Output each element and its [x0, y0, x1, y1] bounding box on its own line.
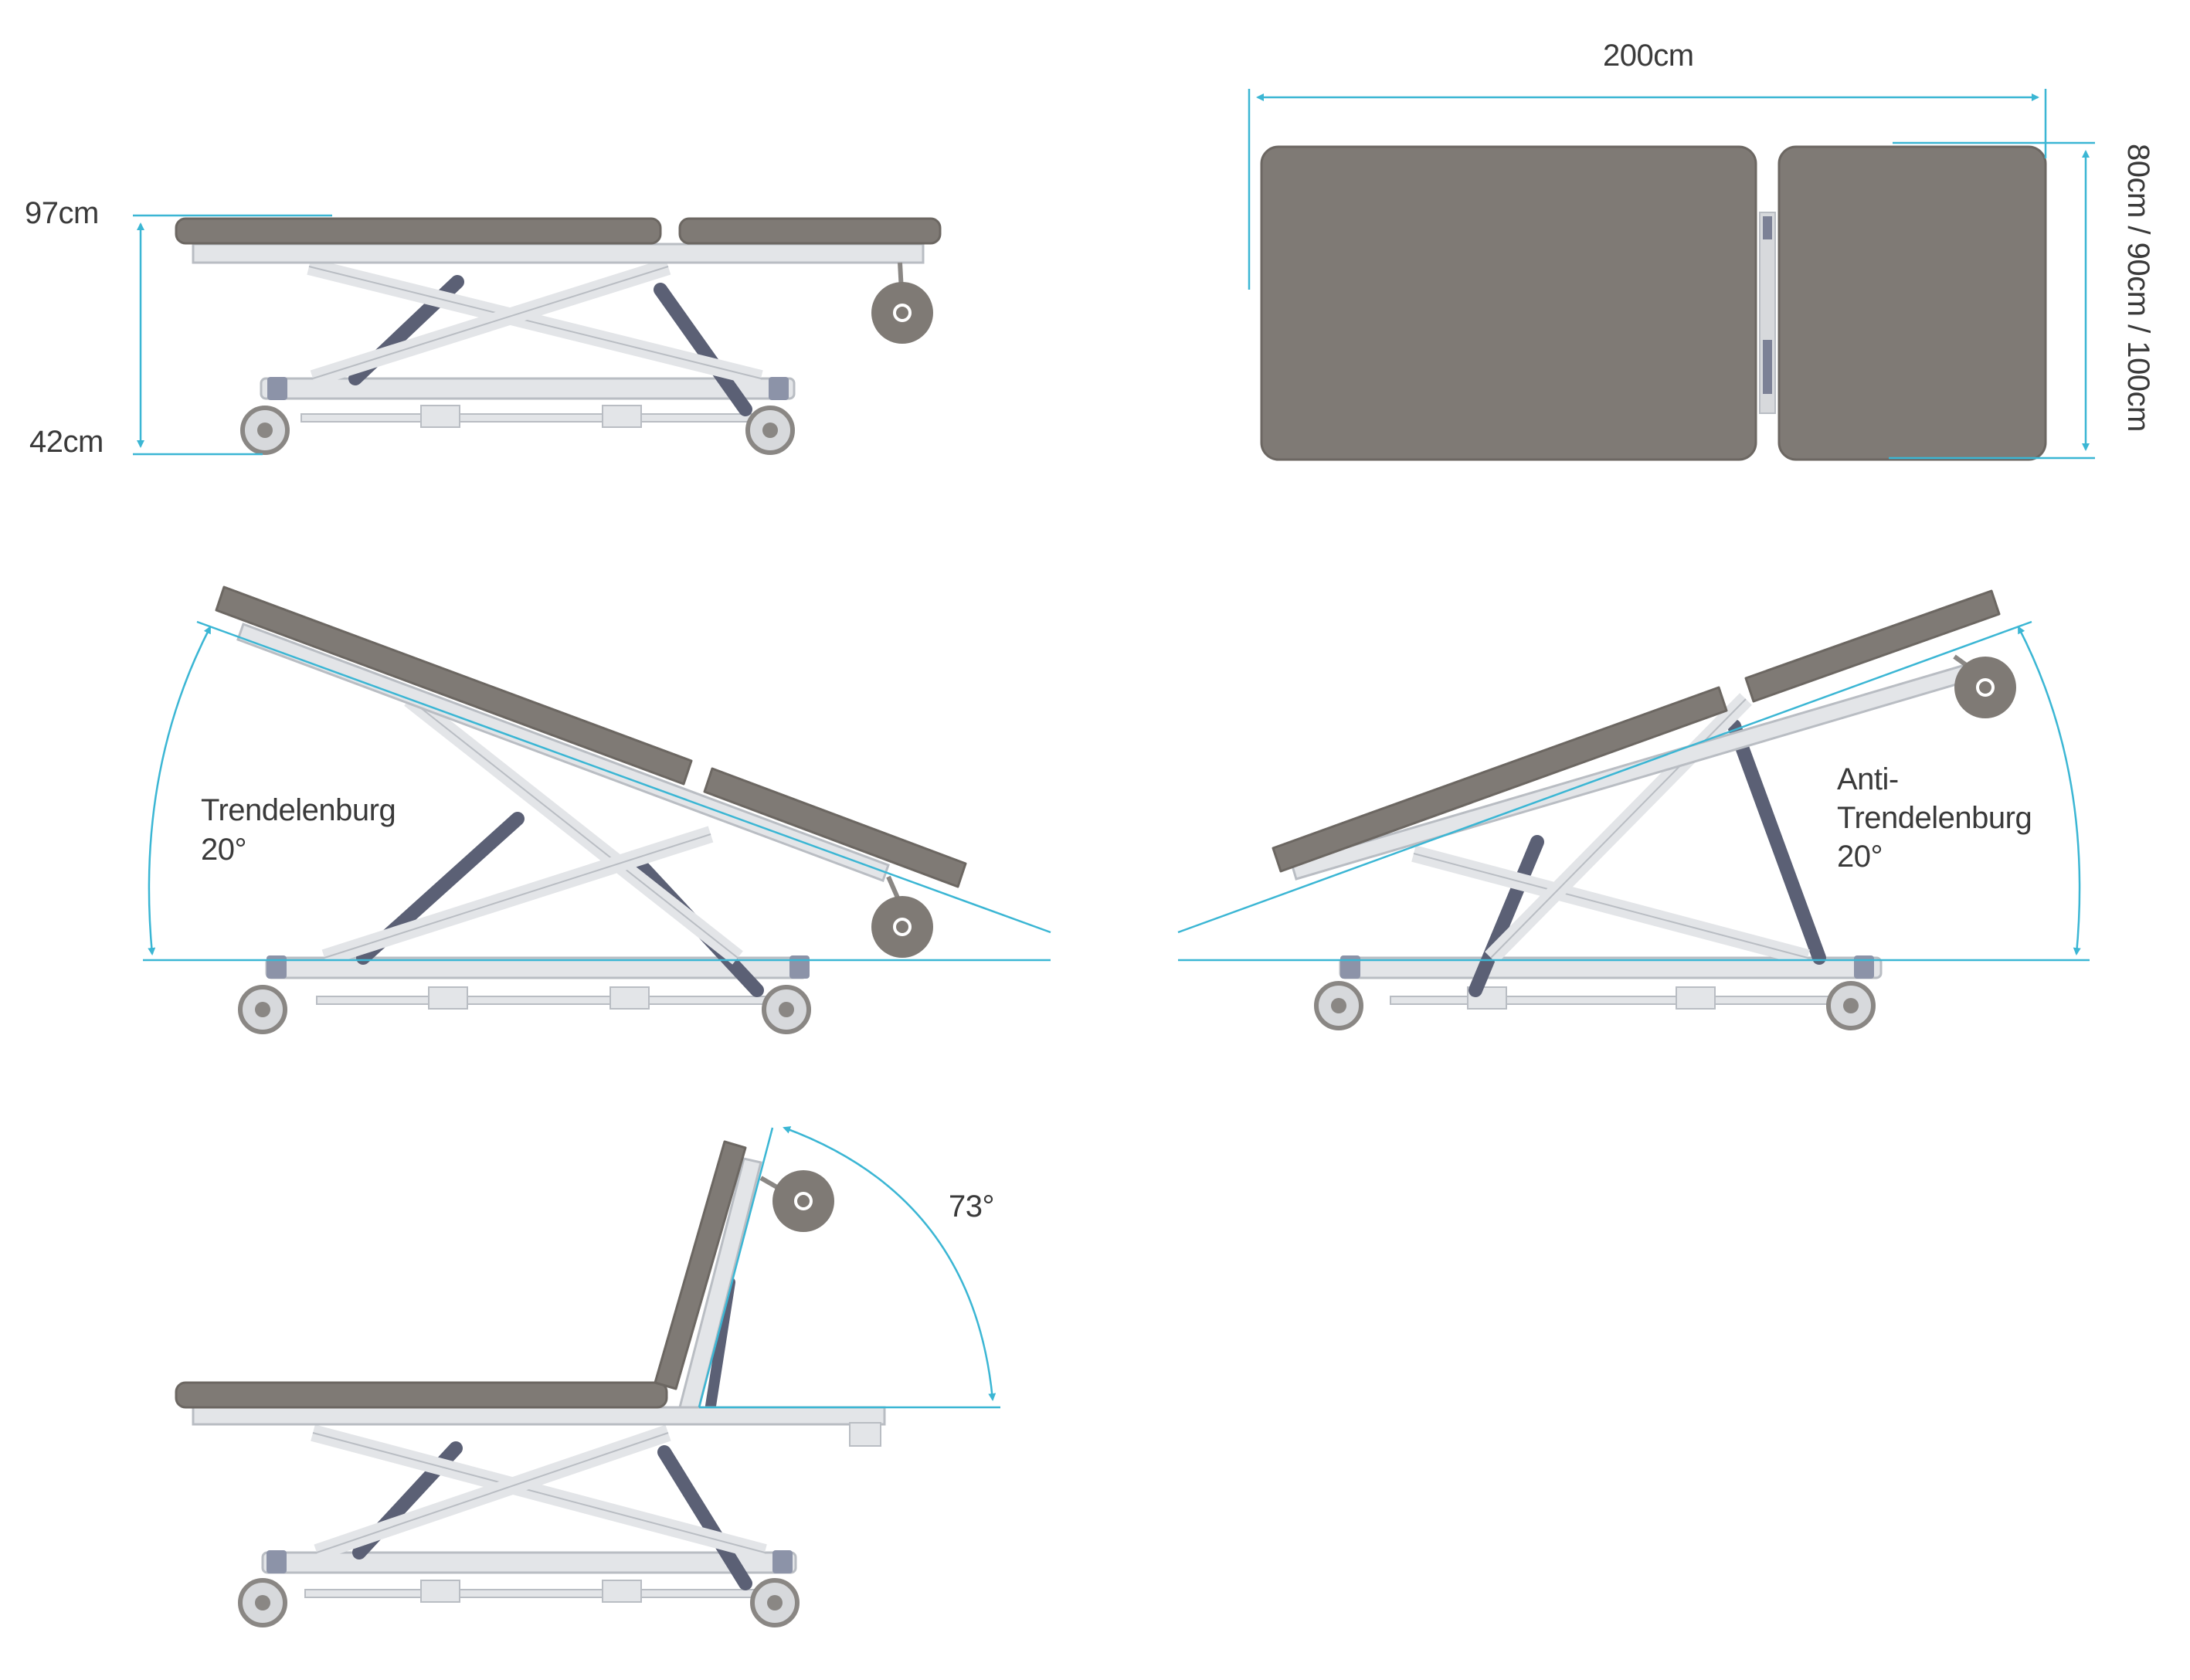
base-frame [260, 377, 796, 400]
cushion-back [175, 217, 662, 245]
control-dial [772, 1170, 834, 1232]
width-label: 80cm / 90cm / 100cm [2121, 144, 2155, 432]
base-rail [1390, 996, 1855, 1005]
tilt-angle-arc [2017, 626, 2081, 955]
lift-actuator [657, 1445, 752, 1590]
backrest-angle-label: 73° [949, 1190, 995, 1224]
base-foot-pad [420, 1580, 460, 1603]
base-frame [261, 1551, 797, 1574]
cushion-seat [175, 1381, 668, 1409]
top-frame [192, 243, 925, 264]
cushion-leg [1744, 589, 2001, 703]
tilt-angle-arc [148, 626, 212, 955]
tilt-reference-line [196, 620, 1051, 934]
side-view-anti-trendelenburg [1177, 589, 2090, 1030]
scissor-arm-edge [312, 1432, 766, 1553]
scissor-arm-edge [324, 833, 711, 959]
cushion-back [1272, 686, 1728, 873]
base-foot-pad [602, 1580, 642, 1603]
hinge-block [1763, 216, 1772, 239]
hinge-block [1763, 340, 1772, 394]
base-corner-block [267, 1550, 287, 1573]
control-dial [1954, 657, 2016, 718]
dial-symbol [893, 304, 912, 322]
cushion-top-back [1260, 145, 1757, 461]
scissor-arm-edge [316, 1432, 669, 1553]
base-corner-block [267, 377, 287, 400]
caster-hub [767, 1595, 783, 1610]
control-dial [871, 896, 933, 958]
length-label: 200cm [1603, 39, 1694, 73]
caster-hub [255, 1595, 270, 1610]
caster-hub [257, 423, 273, 438]
cushion-top-leg [1777, 145, 2047, 461]
cushion-leg [678, 217, 942, 245]
dial-symbol [893, 918, 912, 936]
side-view-backrest-raised [175, 1126, 1000, 1627]
anti-trendelenburg-label-2: Trendelenburg [1837, 801, 2032, 835]
cushion-back [215, 585, 693, 786]
dial-symbol [1976, 678, 1995, 697]
trendelenburg-label: Trendelenburg [201, 793, 396, 827]
base-corner-block [267, 955, 287, 979]
base-corner-block [789, 955, 810, 979]
top-frame [236, 623, 890, 882]
scissor-arm-edge [312, 266, 669, 379]
cushion-leg [703, 767, 967, 888]
caster-hub [1843, 998, 1859, 1013]
base-corner-block [1854, 955, 1874, 979]
anti-trendelenburg-angle-label: 20° [1837, 840, 1883, 874]
lift-actuator [654, 283, 752, 416]
height-max-label: 97cm [25, 196, 99, 230]
scissor-arm-edge [409, 698, 738, 959]
scissor-arm-edge [1413, 853, 1808, 959]
caster-hub [762, 423, 778, 438]
caster-hub [779, 1002, 794, 1017]
base-corner-block [769, 377, 789, 400]
base-rail [316, 996, 781, 1005]
caster-hub [255, 1002, 270, 1017]
control-dial [871, 282, 933, 344]
cushion-backrest [654, 1140, 747, 1390]
height-min-label: 42cm [29, 425, 104, 459]
scissor-arm-edge [308, 266, 762, 379]
base-foot-pad [428, 986, 468, 1010]
backrest-reference-line [698, 1127, 774, 1408]
frame-end-bracket [849, 1422, 881, 1447]
anti-trendelenburg-label-1: Anti- [1837, 762, 1899, 796]
trendelenburg-angle-label: 20° [201, 833, 247, 867]
backrest-angle-arc [783, 1126, 997, 1401]
base-foot-pad [1676, 986, 1716, 1010]
tilt-reference-line [1177, 620, 2032, 934]
lift-actuator [1468, 835, 1544, 997]
base-foot-pad [609, 986, 650, 1010]
base-rail [300, 413, 758, 423]
base-corner-block [1340, 955, 1360, 979]
base-corner-block [772, 1550, 793, 1573]
lift-actuator [1727, 719, 1826, 965]
side-view-trendelenburg [143, 585, 1051, 1034]
caster-hub [1331, 998, 1346, 1013]
base-rail [304, 1589, 758, 1598]
base-foot-pad [602, 405, 642, 428]
top-frame [192, 1406, 886, 1426]
side-view-flat [133, 214, 942, 456]
backrest-frame [678, 1157, 762, 1409]
top-view [1248, 89, 2095, 461]
base-foot-pad [420, 405, 460, 428]
